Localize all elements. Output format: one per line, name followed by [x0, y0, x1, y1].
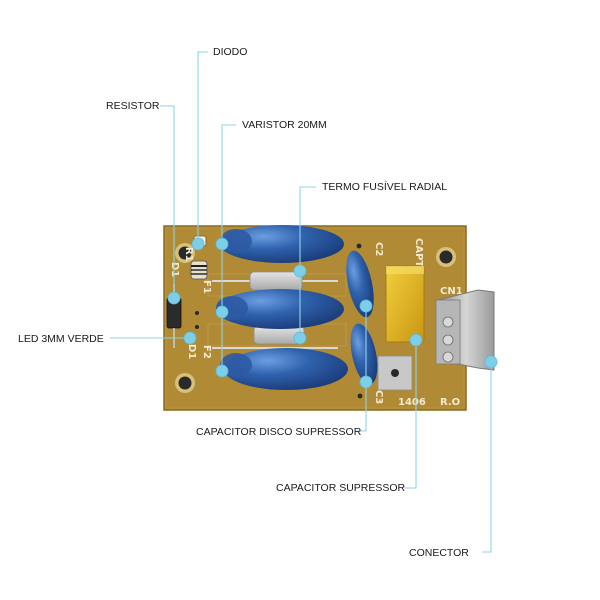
thermal-fuse-f2	[212, 325, 338, 349]
leader-capacitor-disco	[356, 306, 367, 432]
label-resistor: RESISTOR	[106, 100, 160, 112]
leader-capacitor-supressor	[404, 340, 417, 489]
label-capacitor-disco: CAPACITOR DISCO SUPRESSOR	[196, 426, 362, 438]
leader-lines	[110, 51, 492, 553]
label-capacitor-supressor: CAPACITOR SUPRESSOR	[276, 482, 406, 494]
disc-capacitor-c3	[350, 323, 378, 385]
dot-capacitor-disco-2	[359, 375, 373, 389]
leader-termo-fusivel	[299, 186, 316, 338]
mounting-hole-top-left	[175, 243, 195, 263]
silk-ro: R.O	[440, 397, 460, 408]
diode-d1	[190, 260, 208, 280]
via	[356, 243, 362, 249]
box-capacitor	[385, 265, 425, 343]
varistor-middle	[216, 289, 344, 329]
dot-varistor-1	[215, 237, 229, 251]
via	[357, 393, 363, 399]
dot-capacitor-disco-1	[359, 299, 373, 313]
via	[195, 325, 199, 329]
leader-diodo	[197, 51, 208, 244]
dot-led	[183, 331, 197, 345]
dot-varistor-2	[215, 305, 229, 319]
silk-c2: C2	[373, 242, 384, 256]
label-termo-fusivel: TERMO FUSÍVEL RADIAL	[322, 180, 447, 193]
silk-capte: CAPTE	[413, 238, 424, 274]
silk-f1: F1	[201, 280, 212, 294]
silk-cn1: CN1	[440, 286, 463, 297]
label-led: LED 3MM VERDE	[18, 333, 104, 345]
dot-conector	[484, 355, 498, 369]
silk-f2: F2	[201, 345, 212, 359]
label-diodo: DIODO	[213, 46, 247, 58]
dot-resistor	[167, 291, 181, 305]
mounting-hole-bottom-left	[175, 373, 195, 393]
leader-resistor	[160, 105, 175, 298]
ground-pad	[377, 355, 413, 391]
dot-termo-fusivel-1	[293, 264, 307, 278]
connector-cn1	[435, 289, 495, 371]
silk-c3: C3	[373, 390, 384, 404]
leader-varistor	[221, 124, 236, 371]
dot-diodo	[191, 237, 205, 251]
label-conector: CONECTOR	[409, 547, 469, 559]
thermal-fuse-f1	[212, 271, 338, 291]
callout-dots	[167, 237, 498, 389]
silk-r1: R1	[183, 247, 194, 262]
label-varistor: VARISTOR 20MM	[242, 119, 327, 131]
dot-termo-fusivel-2	[293, 331, 307, 345]
callout-labels: DIODO RESISTOR VARISTOR 20MM TERMO FUSÍV…	[18, 46, 469, 559]
leader-conector	[482, 362, 492, 553]
dot-varistor-3	[215, 364, 229, 378]
mounting-hole-top-right	[436, 247, 456, 267]
varistor-top	[220, 225, 344, 263]
dot-capacitor-supressor	[409, 333, 423, 347]
silk-code: 1406	[398, 397, 426, 408]
silk-d1-bottom: D1	[186, 344, 197, 359]
via	[195, 311, 199, 315]
